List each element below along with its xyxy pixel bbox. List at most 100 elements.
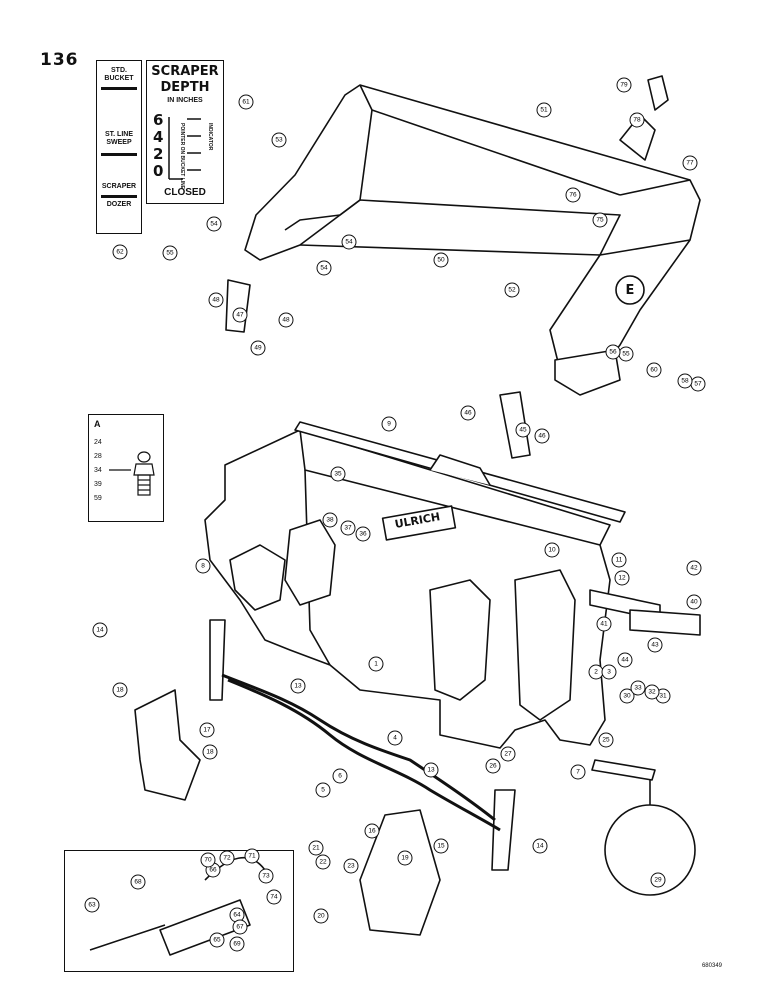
svg-text:53: 53 bbox=[275, 137, 283, 144]
mount-bracket-left bbox=[134, 689, 201, 801]
grease-fitting-icon bbox=[109, 451, 155, 496]
indicator-note: INDICATOR bbox=[207, 123, 213, 151]
svg-text:55: 55 bbox=[166, 250, 174, 257]
callout-40: 40 bbox=[686, 594, 702, 610]
callout-46: 46 bbox=[460, 405, 476, 421]
callout-6: 6 bbox=[332, 768, 348, 784]
callout-57: 57 bbox=[690, 376, 706, 392]
callout-2: 2 bbox=[588, 664, 604, 680]
callout-63: 63 bbox=[84, 897, 100, 913]
callout-30: 30 bbox=[619, 688, 635, 704]
svg-text:65: 65 bbox=[213, 937, 221, 944]
svg-text:13: 13 bbox=[427, 767, 435, 774]
svg-text:27: 27 bbox=[504, 751, 512, 758]
svg-text:4: 4 bbox=[393, 735, 397, 742]
callout-37: 37 bbox=[340, 520, 356, 536]
cylinder-detail-inset bbox=[64, 850, 294, 972]
svg-text:37: 37 bbox=[344, 525, 352, 532]
callout-55: 55 bbox=[162, 245, 178, 261]
pointer-note: POINTER ON BUCKET LINE bbox=[179, 123, 185, 190]
svg-text:33: 33 bbox=[634, 685, 642, 692]
svg-text:78: 78 bbox=[633, 117, 641, 124]
callout-47: 47 bbox=[232, 307, 248, 323]
callout-26: 26 bbox=[485, 758, 501, 774]
svg-text:42: 42 bbox=[690, 565, 698, 572]
depth-marks bbox=[168, 117, 201, 180]
callout-12: 12 bbox=[614, 570, 630, 586]
cylinder-left bbox=[209, 619, 226, 701]
callout-38: 38 bbox=[322, 512, 338, 528]
callout-45: 45 bbox=[515, 422, 531, 438]
callout-9: 9 bbox=[381, 416, 397, 432]
decal-title-scraper: SCRAPER bbox=[151, 64, 219, 79]
decal-subtitle: IN INCHES bbox=[167, 97, 203, 104]
callout-29: 29 bbox=[650, 872, 666, 888]
callout-3: 3 bbox=[601, 664, 617, 680]
callout-55: 55 bbox=[618, 346, 634, 362]
svg-text:79: 79 bbox=[620, 82, 628, 89]
callout-77: 77 bbox=[682, 155, 698, 171]
svg-text:7: 7 bbox=[576, 769, 580, 776]
svg-text:13: 13 bbox=[294, 683, 302, 690]
svg-text:30: 30 bbox=[623, 693, 631, 700]
callout-8: 8 bbox=[195, 558, 211, 574]
callout-52: 52 bbox=[504, 282, 520, 298]
svg-text:63: 63 bbox=[88, 902, 96, 909]
fitting-item: 34 bbox=[94, 467, 102, 474]
depth-value: 6 bbox=[153, 111, 164, 129]
svg-text:29: 29 bbox=[654, 877, 662, 884]
callout-18: 18 bbox=[112, 682, 128, 698]
depth-value: 2 bbox=[153, 145, 164, 163]
svg-text:38: 38 bbox=[326, 517, 334, 524]
pin-25 bbox=[591, 759, 656, 781]
link-left bbox=[225, 279, 251, 333]
callout-51: 51 bbox=[536, 102, 552, 118]
legend-bar bbox=[101, 153, 137, 156]
legend-strip-decal: STD. BUCKET ST. LINE SWEEP SCRAPER DOZER bbox=[96, 60, 142, 234]
svg-text:54: 54 bbox=[320, 265, 328, 272]
callout-14: 14 bbox=[532, 838, 548, 854]
svg-text:44: 44 bbox=[621, 657, 629, 664]
callout-4: 4 bbox=[387, 730, 403, 746]
page-number: 136 bbox=[40, 50, 79, 70]
callout-17: 17 bbox=[199, 722, 215, 738]
inset-cylinder bbox=[159, 899, 251, 956]
callout-16: 16 bbox=[364, 823, 380, 839]
cylinder-right bbox=[491, 789, 516, 871]
callout-53: 53 bbox=[271, 132, 287, 148]
callout-13: 13 bbox=[423, 762, 439, 778]
callout-43: 43 bbox=[647, 637, 663, 653]
callout-74: 74 bbox=[266, 889, 282, 905]
main-frame: ULRICH bbox=[204, 429, 611, 749]
magnifier-circle bbox=[604, 804, 696, 896]
callout-69: 69 bbox=[229, 936, 245, 952]
svg-text:64: 64 bbox=[233, 912, 241, 919]
callout-27: 27 bbox=[500, 746, 516, 762]
callout-42: 42 bbox=[686, 560, 702, 576]
callout-33: 33 bbox=[630, 680, 646, 696]
callout-48: 48 bbox=[278, 312, 294, 328]
link-right bbox=[499, 391, 531, 459]
callout-61: 61 bbox=[238, 94, 254, 110]
callout-32: 32 bbox=[644, 684, 660, 700]
callout-56: 56 bbox=[605, 344, 621, 360]
svg-text:48: 48 bbox=[282, 317, 290, 324]
dozer-label: DOZER bbox=[106, 201, 132, 208]
svg-text:55: 55 bbox=[622, 351, 630, 358]
callout-7: 7 bbox=[570, 764, 586, 780]
svg-text:35: 35 bbox=[334, 471, 342, 478]
svg-text:51: 51 bbox=[540, 107, 548, 114]
depth-value: 4 bbox=[153, 128, 164, 146]
callout-13: 13 bbox=[290, 678, 306, 694]
svg-text:19: 19 bbox=[401, 855, 409, 862]
svg-text:14: 14 bbox=[96, 627, 104, 634]
callout-14: 14 bbox=[92, 622, 108, 638]
callout-73: 73 bbox=[258, 868, 274, 884]
svg-text:69: 69 bbox=[233, 941, 241, 948]
svg-text:8: 8 bbox=[201, 563, 205, 570]
svg-text:77: 77 bbox=[686, 160, 694, 167]
callout-11: 11 bbox=[611, 552, 627, 568]
svg-text:11: 11 bbox=[616, 557, 623, 564]
svg-text:1: 1 bbox=[374, 661, 378, 668]
